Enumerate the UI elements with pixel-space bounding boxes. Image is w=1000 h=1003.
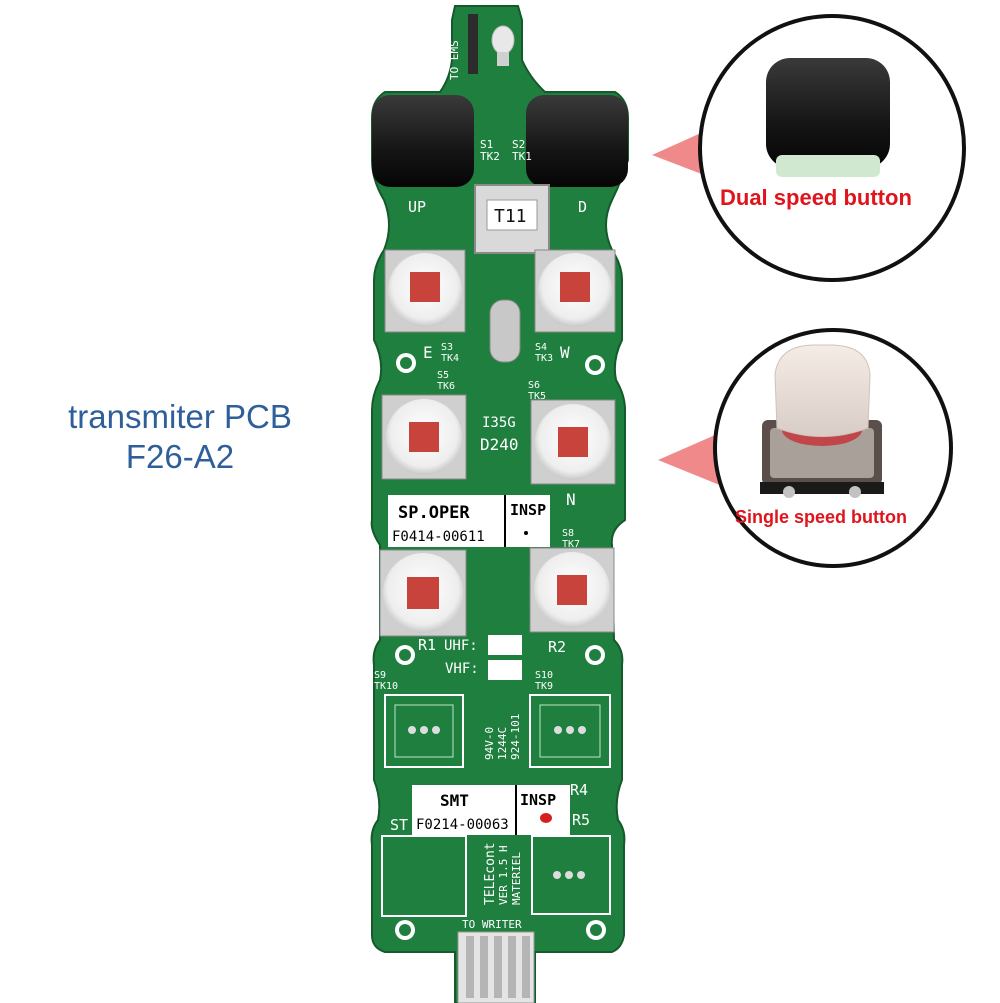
code3-label: 924-101: [509, 714, 522, 760]
d-label: D: [578, 198, 587, 216]
tk7-label: TK7: [562, 539, 580, 550]
caption-model: F26-A2: [125, 438, 235, 475]
mounting-holes: [395, 353, 606, 940]
r2-label: R2: [548, 638, 566, 656]
s2-label: S2: [512, 138, 525, 151]
dual-speed-callout: [652, 14, 966, 282]
d240-label: D240: [480, 435, 519, 454]
button-footprint-r3: [384, 694, 464, 768]
tk6-label: TK6: [437, 381, 455, 392]
s10-label: S10: [535, 670, 553, 681]
s5-label: S5: [437, 370, 449, 381]
single-button-r2: [529, 547, 615, 633]
t11-label: T11: [494, 206, 527, 227]
tk9-label: TK9: [535, 681, 553, 692]
code1-label: I35G: [482, 415, 516, 431]
t11-module: T11: [474, 184, 550, 254]
r4-label: R4: [570, 781, 588, 799]
writer-connector: TO WRITER: [457, 918, 535, 1003]
button-footprint-r5: [531, 835, 611, 915]
tk3-label: TK3: [535, 353, 553, 364]
sticker2-insp: INSP: [520, 791, 556, 809]
single-button-s6: [530, 399, 616, 485]
single-speed-callout: [658, 328, 953, 568]
version-label: VER 1.5 H: [497, 845, 510, 905]
single-speed-label: Single speed button: [735, 507, 908, 527]
sticker1-title: SP.OPER: [398, 503, 470, 523]
r1-label: R1: [418, 636, 436, 654]
s1-label: S1: [480, 138, 493, 151]
up-label: UP: [408, 198, 426, 216]
single-button-r1: [379, 549, 467, 637]
sticker2-code: F0214-00063: [416, 817, 509, 833]
button-footprint-r4: [529, 694, 611, 768]
sticker1-code: F0414-00611: [392, 529, 485, 545]
s9-label: S9: [374, 670, 386, 681]
sticker2-title: SMT: [440, 791, 469, 810]
uhf-label: UHF:: [444, 638, 478, 654]
single-button-s4: [534, 249, 616, 333]
e-label: E: [423, 343, 433, 362]
tk10-label: TK10: [374, 681, 398, 692]
inspection-sticker-top: SP.OPER F0414-00611 INSP: [388, 495, 550, 547]
s8-label: S8: [562, 528, 574, 539]
code2-label: 1244C: [496, 727, 509, 760]
dual-speed-button-down: [526, 95, 628, 187]
sticker1-insp: INSP: [510, 501, 546, 519]
r5-label: R5: [572, 811, 590, 829]
button-footprint-st: [381, 835, 467, 917]
inspection-sticker-bottom: SMT F0214-00063 INSP: [412, 785, 570, 835]
to-ems-label: TO EMS: [448, 40, 461, 80]
single-button-s5: [381, 394, 467, 480]
w-label: W: [560, 343, 570, 362]
single-button-s3: [384, 249, 466, 333]
materiel-label: MATERIEL: [510, 852, 523, 905]
caption-title: transmiter PCB: [68, 398, 292, 435]
s6-label: S6: [528, 380, 540, 391]
st-label: ST: [390, 816, 408, 834]
n-label: N: [566, 490, 576, 509]
ems-connector: TO EMS: [448, 14, 515, 80]
tk4-label: TK4: [441, 353, 459, 364]
s3-label: S3: [441, 342, 453, 353]
tk5-label: TK5: [528, 391, 546, 402]
rating-label: 94V-0: [483, 727, 496, 760]
to-writer-label: TO WRITER: [462, 918, 522, 931]
vhf-label: VHF:: [445, 661, 479, 677]
dual-speed-button-up: [372, 95, 474, 187]
tk1-label: TK1: [512, 150, 532, 163]
crystal-oscillator: [489, 299, 521, 363]
s4-label: S4: [535, 342, 547, 353]
tk2-label: TK2: [480, 150, 500, 163]
dual-speed-label: Dual speed button: [720, 185, 912, 210]
brand-label: TELEcont: [483, 842, 498, 905]
